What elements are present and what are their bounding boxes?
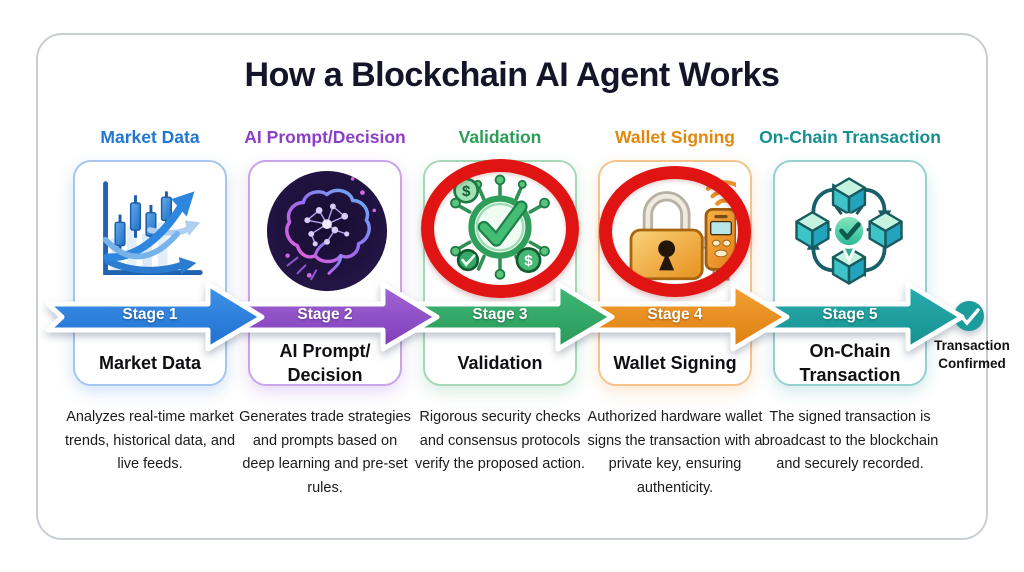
- stage1-header: Market Data: [100, 127, 200, 147]
- transaction-confirmed-line: Confirmed: [938, 356, 1006, 371]
- stage4-description: Authorized hardware wallet signs the tra…: [587, 409, 763, 496]
- stage-arrows: [45, 281, 984, 352]
- stage4-header: Wallet Signing: [615, 127, 735, 147]
- stage3-label: Stage 3: [472, 306, 528, 323]
- stage4-card-title-line: Wallet Signing: [613, 353, 737, 373]
- blockchain-cubes-icon: [795, 177, 903, 285]
- transaction-confirmed-check-icon: [954, 301, 984, 331]
- stage3-card-title: Validation: [423, 338, 577, 388]
- stage5-card-title-line: On-Chain: [809, 341, 891, 361]
- stage2-card-title-line: Decision: [287, 365, 363, 385]
- stage3-card-title-line: Validation: [457, 353, 543, 373]
- stage1-arrow: [45, 281, 265, 352]
- stage2-card-title-line: AI Prompt/: [279, 341, 371, 361]
- stage4-card-title: Wallet Signing: [598, 338, 752, 388]
- transaction-confirmed-label: Transaction Confirmed: [914, 337, 1024, 373]
- ai-brain-icon: [266, 170, 388, 292]
- stage2-description: Generates trade strategies and prompts b…: [239, 409, 411, 496]
- stage5-description: The signed transaction is broadcast to t…: [761, 409, 939, 472]
- stage5-header: On-Chain Transaction: [759, 127, 941, 147]
- stage4-label: Stage 4: [647, 306, 703, 323]
- stage1-description: Analyzes real-time market trends, histor…: [64, 409, 236, 472]
- stage1-card-title: Market Data: [73, 338, 227, 388]
- market-chart-icon: [102, 181, 203, 276]
- stage2-header: AI Prompt/Decision: [244, 127, 406, 147]
- stage1-card-title-line: Market Data: [98, 353, 202, 373]
- stage2-label: Stage 2: [297, 306, 353, 323]
- stage5-card-title: On-Chain Transaction: [773, 338, 927, 388]
- page-title: How a Blockchain AI Agent Works: [244, 56, 780, 94]
- stage2-card-title: AI Prompt/ Decision: [248, 338, 402, 388]
- stage5-card-title-line: Transaction: [799, 365, 901, 385]
- stage3-header: Validation: [458, 127, 542, 147]
- stage1-label: Stage 1: [122, 306, 178, 323]
- stage5-label: Stage 5: [822, 306, 878, 323]
- stage3-description: Rigorous security checks and consensus p…: [414, 409, 586, 472]
- transaction-confirmed-line: Transaction: [934, 338, 1010, 353]
